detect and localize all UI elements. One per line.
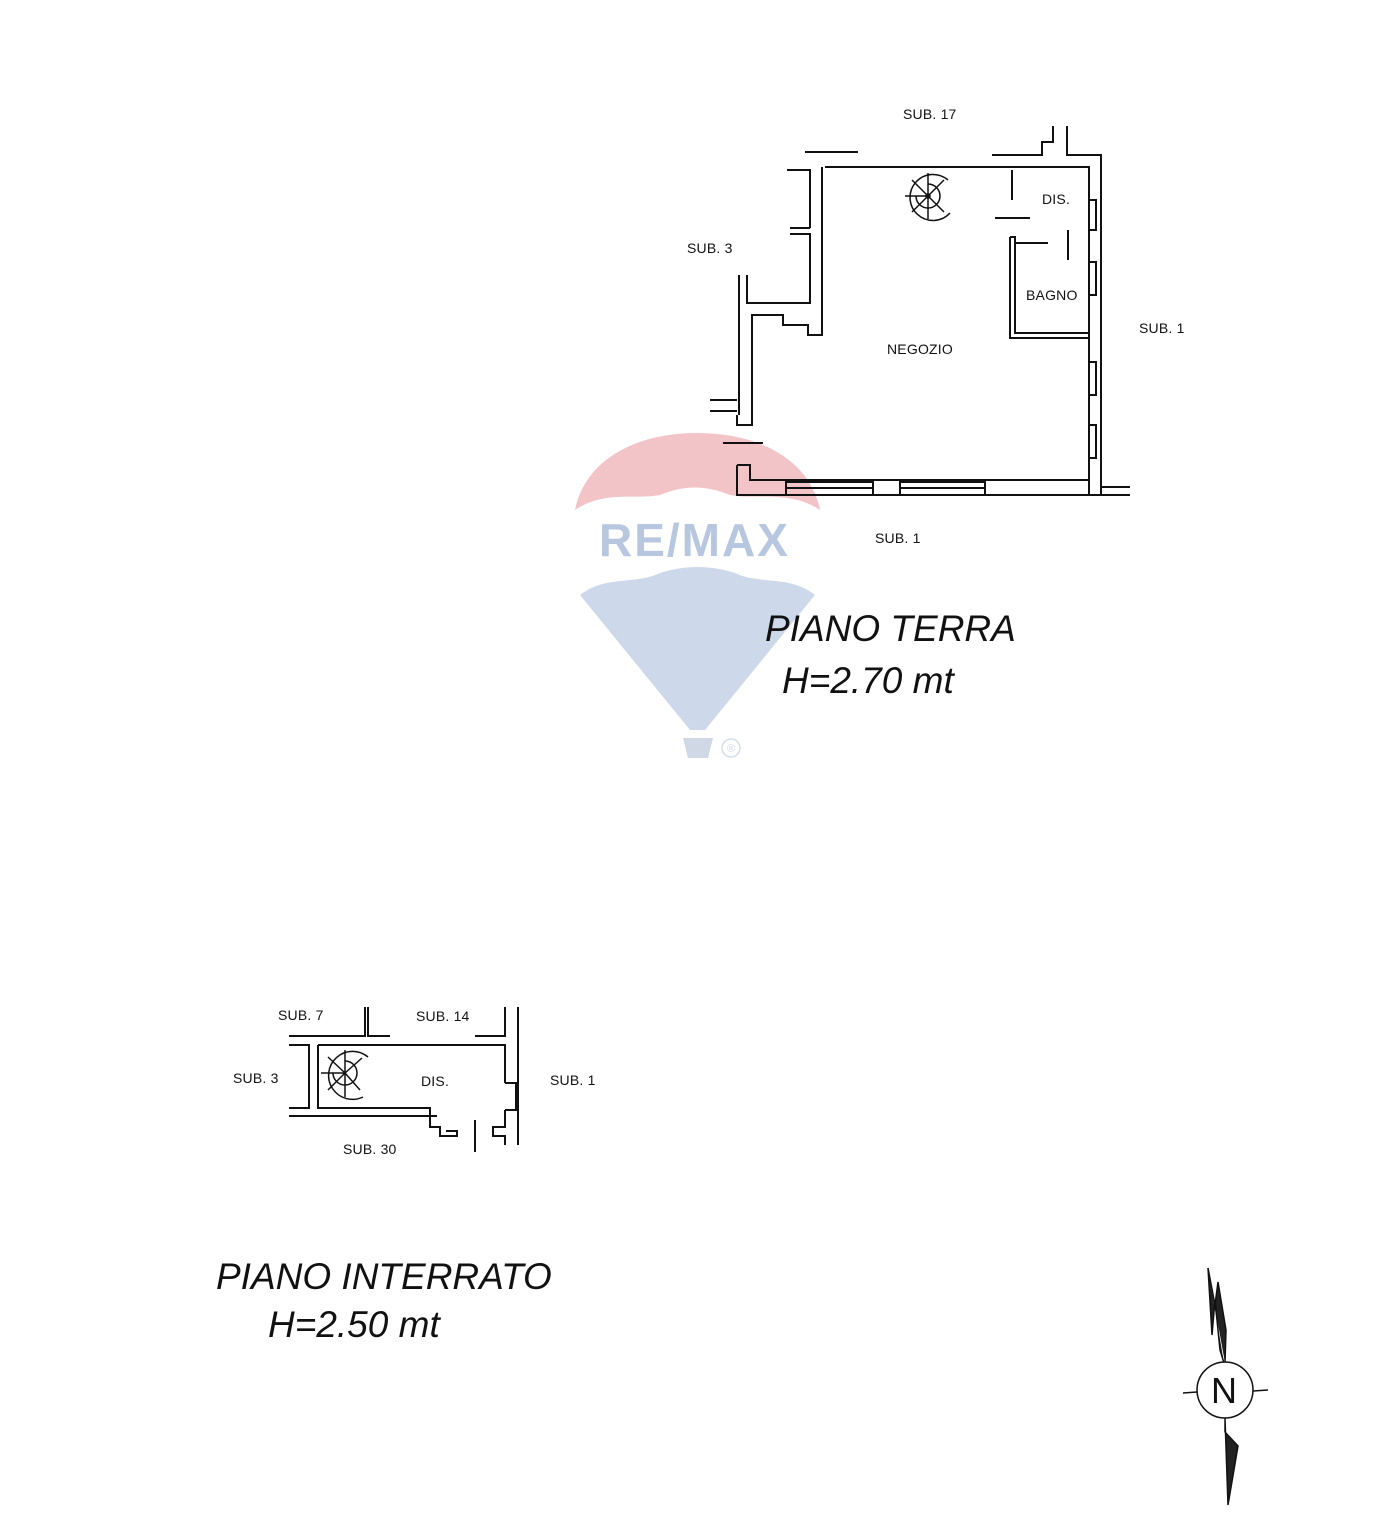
label-sub-1-bottom: SUB. 1 <box>875 530 921 546</box>
label-sub-1-basement: SUB. 1 <box>550 1072 596 1088</box>
label-sub-7: SUB. 7 <box>278 1007 324 1023</box>
ground-floor-height: H=2.70 mt <box>782 660 954 701</box>
spiral-stair-basement-icon <box>321 1050 369 1101</box>
label-sub-17: SUB. 17 <box>903 106 957 122</box>
spiral-stair-icon <box>905 173 951 222</box>
label-sub-3-basement: SUB. 3 <box>233 1070 279 1086</box>
balloon-logo-icon: ® <box>575 433 820 758</box>
label-sub-1-right: SUB. 1 <box>1139 320 1185 336</box>
room-negozio: NEGOZIO <box>887 341 953 357</box>
basement-height: H=2.50 mt <box>268 1304 440 1345</box>
north-letter: N <box>1211 1370 1238 1411</box>
room-bagno: BAGNO <box>1026 287 1078 303</box>
remax-brand-text: RE/MAX <box>599 514 790 566</box>
remax-watermark: ® RE/MAX <box>565 425 830 765</box>
label-sub-30: SUB. 30 <box>343 1141 397 1157</box>
svg-text:®: ® <box>727 743 735 755</box>
label-sub-14: SUB. 14 <box>416 1008 470 1024</box>
room-dis-ground: DIS. <box>1042 191 1071 207</box>
room-dis-basement: DIS. <box>421 1073 450 1089</box>
ground-floor-title: PIANO TERRA <box>765 608 1016 649</box>
basement-title: PIANO INTERRATO <box>216 1256 552 1297</box>
label-sub-3: SUB. 3 <box>687 240 733 256</box>
